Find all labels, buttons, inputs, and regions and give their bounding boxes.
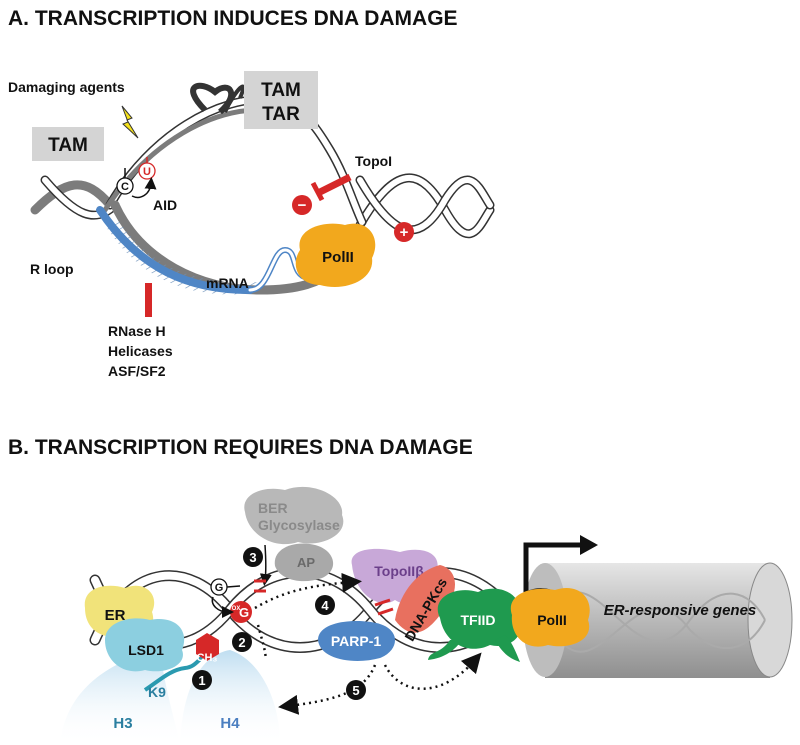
panel-a-title: A. TRANSCRIPTION INDUCES DNA DAMAGE: [8, 7, 458, 30]
svg-text:−: −: [298, 197, 307, 214]
polii-blob-b: PolII: [510, 588, 590, 647]
methyl-group: CH₃: [196, 633, 219, 664]
topoi-label: TopoI: [355, 153, 392, 169]
svg-text:2: 2: [238, 635, 245, 650]
dotted-arrow-5-right: [383, 652, 482, 690]
mrna-label: mRNA: [206, 275, 249, 291]
dna-break-marks: [254, 579, 394, 616]
svg-text:CH₃: CH₃: [197, 652, 218, 664]
step-1: 1: [192, 670, 212, 690]
rnase-h-label: RNase H: [108, 323, 166, 339]
aid-label: AID: [153, 197, 177, 213]
dotted-arrow-5-left: [278, 664, 377, 715]
positive-supercoil-icon: +: [394, 222, 414, 242]
topoi-inhibitor: [310, 173, 352, 202]
svg-text:5: 5: [352, 683, 359, 698]
r-loop-hybrid: [96, 206, 338, 295]
dotted-arrow-4: [254, 572, 362, 610]
er-genes-label: ER-responsive genes: [604, 602, 757, 619]
aid-arrow: [131, 177, 157, 199]
polii-label-b: PolII: [537, 612, 567, 628]
oxidized-g-base: OX G: [230, 601, 252, 623]
step-5: 5: [346, 680, 366, 700]
svg-text:OX: OX: [232, 606, 241, 612]
svg-text:G: G: [239, 605, 249, 620]
svg-text:4: 4: [321, 598, 329, 613]
r-loop-label: R loop: [30, 261, 74, 277]
svg-text:AP: AP: [297, 555, 315, 570]
svg-text:BER: BER: [258, 500, 288, 516]
lsd1: LSD1: [105, 618, 185, 672]
svg-text:PARP-1: PARP-1: [331, 633, 382, 649]
h3-label: H3: [113, 715, 132, 732]
panel-b-title: B. TRANSCRIPTION REQUIRES DNA DAMAGE: [8, 436, 473, 459]
svg-text:TAM: TAM: [48, 135, 88, 156]
svg-text:Glycosylase: Glycosylase: [258, 517, 340, 533]
k9-tail: [143, 653, 207, 692]
lightning-icon: [121, 105, 139, 139]
dotted-arrow-down: [256, 624, 268, 661]
step-3: 3: [243, 547, 263, 567]
g-base: G: [210, 578, 241, 596]
svg-text:+: +: [400, 224, 409, 241]
asf-sf2-label: ASF/SF2: [108, 363, 166, 379]
step-4: 4: [315, 595, 335, 615]
u-base: U: [138, 157, 156, 180]
ap-endonuclease: AP: [274, 543, 334, 582]
svg-text:G: G: [215, 582, 224, 594]
h4-label: H4: [220, 715, 240, 732]
tfiid: TFIID: [428, 588, 521, 662]
svg-text:TAM: TAM: [261, 80, 301, 101]
svg-text:TFIID: TFIID: [461, 612, 496, 628]
panel-a: A. TRANSCRIPTION INDUCES DNA DAMAGE: [8, 7, 495, 379]
negative-supercoil-icon: −: [292, 195, 312, 215]
ber-glycosylase: BER Glycosylase: [244, 486, 344, 545]
svg-text:TAR: TAR: [262, 104, 300, 125]
svg-text:ER: ER: [105, 607, 126, 624]
parp-1: PARP-1: [318, 621, 395, 661]
tam-tar-box: TAM TAR: [244, 71, 318, 129]
svg-text:C: C: [121, 181, 129, 193]
tss-arrow: [523, 542, 583, 595]
svg-text:1: 1: [198, 673, 205, 688]
tam-box: TAM: [32, 127, 104, 161]
c-base: C: [116, 168, 134, 195]
polii-label-a: PolII: [322, 249, 354, 266]
svg-text:U: U: [143, 166, 151, 178]
k9-label: K9: [148, 684, 166, 700]
tss-arrow-head: [580, 535, 598, 555]
helicases-label: Helicases: [108, 343, 173, 359]
dna-helix-right: [355, 173, 495, 239]
rnase-h-inhibitor: [145, 283, 152, 317]
damaging-agents-label: Damaging agents: [8, 79, 125, 95]
svg-text:LSD1: LSD1: [128, 642, 164, 658]
ber-arrow: [259, 544, 272, 586]
polii-blob-a: PolII: [295, 223, 376, 287]
svg-text:3: 3: [249, 550, 256, 565]
svg-text:TopoIIβ: TopoIIβ: [374, 563, 424, 579]
oxidation-arrow: [211, 596, 234, 618]
step-2: 2: [232, 632, 252, 652]
panel-b: B. TRANSCRIPTION REQUIRES DNA DAMAGE ER-…: [8, 436, 793, 745]
